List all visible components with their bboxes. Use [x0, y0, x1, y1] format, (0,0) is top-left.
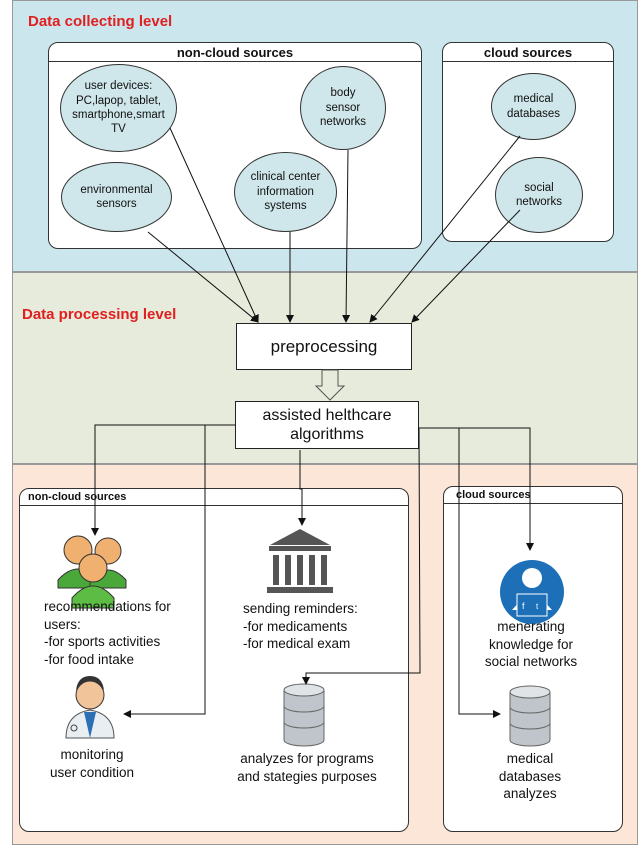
medical-analyzes-text: medical databases analyzes [498, 751, 562, 802]
algorithms-label: assisted helthcare algorithms [262, 406, 392, 443]
output-cloud-title: cloud sources [456, 489, 531, 501]
analyzes-text: analyzes for programs and stategies purp… [237, 751, 377, 784]
node-user-devices: user devices: PC,lapop, tablet, smartpho… [60, 64, 177, 152]
node-body-sensor-networks: body sensor networks [300, 66, 386, 150]
panel-divider [443, 61, 613, 62]
node-medical-databases: medical databases [491, 73, 576, 140]
knowledge-text: menerating knowledge for social networks [484, 619, 578, 670]
preprocessing-label: preprocessing [270, 336, 378, 356]
panel-divider [49, 61, 421, 62]
data-collecting-title: Data collecting level [28, 13, 173, 30]
panel-divider [20, 505, 408, 506]
algorithms-box: assisted helthcare algorithms [235, 401, 419, 449]
node-clinical-center: clinical center information systems [234, 152, 337, 232]
monitoring-text: monitoring user condition [49, 747, 135, 780]
preprocessing-box: preprocessing [236, 323, 412, 370]
reminders-text: sending reminders: -for medicaments -for… [243, 601, 358, 652]
output-noncloud-title: non-cloud sources [28, 491, 127, 503]
data-processing-title: Data processing level [22, 306, 177, 323]
recommendations-text: recommendations for users: -for sports a… [44, 599, 171, 667]
panel-divider [444, 503, 622, 504]
node-social-networks: social networks [495, 157, 583, 233]
node-environmental-sensors: environmental sensors [61, 162, 172, 232]
collecting-cloud-title: cloud sources [483, 45, 573, 60]
collecting-noncloud-title: non-cloud sources [176, 45, 294, 60]
